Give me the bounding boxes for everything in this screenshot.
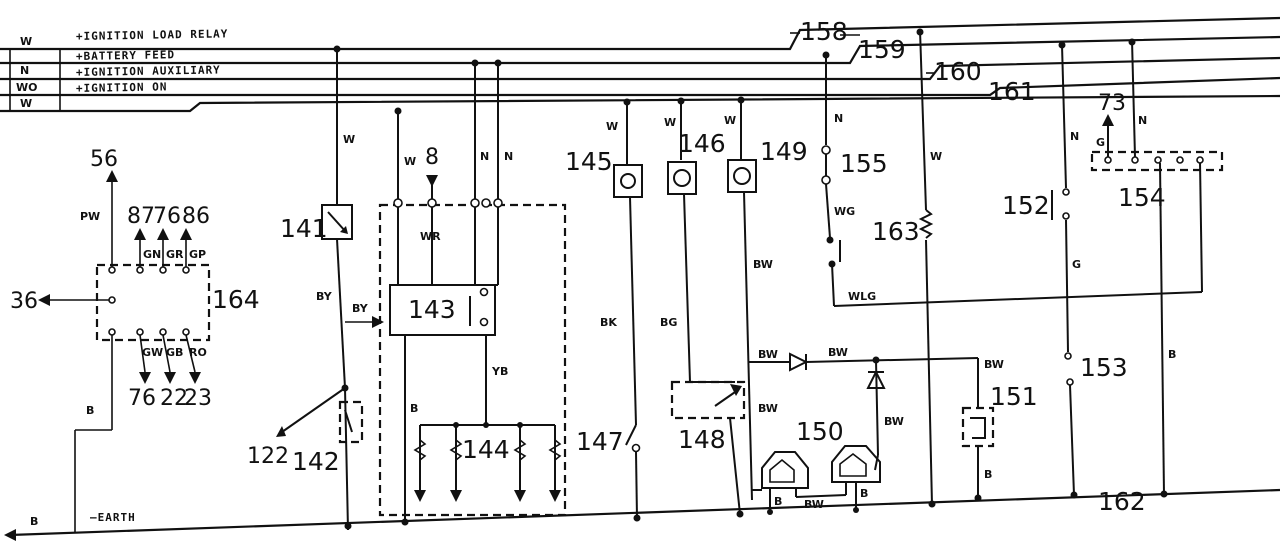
label-145: 145 — [565, 147, 613, 176]
label-148: 148 — [678, 425, 726, 454]
wire-code-gp: GP — [189, 248, 206, 261]
wire-code-gr: GR — [166, 248, 184, 261]
component-142 — [276, 384, 364, 444]
label-154: 154 — [1118, 183, 1166, 212]
wire-code-149-bw: BW — [753, 258, 773, 271]
wire-code-154-g: G — [1096, 136, 1105, 149]
label-142: 142 — [292, 447, 340, 476]
label-146: 146 — [678, 129, 726, 158]
label-159: 159 — [858, 35, 906, 64]
label-86: 86 — [182, 204, 210, 229]
component-151 — [961, 358, 995, 502]
bus-labels: +IGNITION LOAD RELAY +BATTERY FEED +IGNI… — [76, 27, 229, 95]
bus-code-ignition-load: W — [20, 35, 32, 48]
wire-code-b-164: B — [86, 404, 94, 417]
label-160: 160 — [934, 57, 982, 86]
wire-code-gn: GN — [143, 248, 161, 261]
label-158: 158 — [800, 17, 848, 46]
label-161: 161 — [988, 77, 1036, 106]
label-8: 8 — [425, 145, 439, 170]
component-164 — [38, 170, 211, 384]
wire-code-141-by: BY — [316, 290, 333, 303]
label-147: 147 — [576, 427, 624, 456]
label-122: 122 — [247, 444, 289, 469]
bus-label-ignition-load: +IGNITION LOAD RELAY — [76, 27, 229, 43]
label-87: 87 — [127, 204, 155, 229]
earth-label: —EARTH — [90, 511, 136, 524]
label-22: 22 — [160, 386, 188, 411]
wire-code-145-w: W — [606, 120, 618, 133]
label-152: 152 — [1002, 191, 1050, 220]
wire-code-154-n: N — [1138, 114, 1147, 127]
label-141: 141 — [280, 214, 328, 243]
wire-code-pw: PW — [80, 210, 100, 223]
label-76: 76 — [128, 386, 156, 411]
wire-code-141-w: W — [343, 133, 355, 146]
wire-code-163-w: W — [930, 150, 942, 163]
component-163 — [916, 28, 936, 508]
wire-code-148-bw2: BW — [758, 402, 778, 415]
bus-codes: W N WO W — [16, 35, 37, 110]
wire-code-143-n1: N — [480, 150, 489, 163]
power-bus — [0, 16, 1280, 113]
wire-code-ro: RO — [189, 346, 207, 359]
wire-code-155-n: N — [834, 112, 843, 125]
wire-code-151-b: B — [984, 468, 992, 481]
label-36: 36 — [10, 289, 38, 314]
wire-code-151-bw: BW — [984, 358, 1004, 371]
label-56: 56 — [90, 147, 118, 172]
wire-code-gw: GW — [142, 346, 163, 359]
label-164: 164 — [212, 285, 260, 314]
wire-code-146-w: W — [664, 116, 676, 129]
label-143: 143 — [408, 295, 456, 324]
bus-label-ignition-on: +IGNITION ON — [76, 80, 168, 95]
wire-code-wlg: WLG — [848, 290, 876, 303]
component-145-146-149 — [613, 96, 979, 522]
label-73: 73 — [1098, 91, 1126, 116]
wire-code-diode-bw: BW — [828, 346, 848, 359]
wire-code-wg: WG — [834, 205, 855, 218]
bus-label-battery: +BATTERY FEED — [76, 48, 175, 63]
label-155: 155 — [840, 149, 888, 178]
earth-code: B — [30, 515, 38, 528]
wire-code-152-g: G — [1072, 258, 1081, 271]
wire-code-150-bw: BW — [884, 415, 904, 428]
wire-code-yb: YB — [491, 365, 508, 378]
wire-code-143-n2: N — [504, 150, 513, 163]
label-162: 162 — [1098, 487, 1146, 516]
label-149: 149 — [760, 137, 808, 166]
bus-code-auxiliary: WO — [16, 81, 37, 94]
wire-code-143-w: W — [404, 155, 416, 168]
label-23: 23 — [184, 386, 212, 411]
wire-code-152-n: N — [1070, 130, 1079, 143]
wire-code-bk: BK — [600, 316, 617, 329]
wire-code-150-b2: B — [860, 487, 868, 500]
wire-code-bg: BG — [660, 316, 677, 329]
label-144: 144 — [462, 435, 510, 464]
label-163: 163 — [872, 217, 920, 246]
wire-code-150-b1: B — [774, 495, 782, 508]
bus-code-battery: N — [20, 64, 29, 77]
bus-label-auxiliary: +IGNITION AUXILIARY — [76, 63, 221, 79]
wire-code-143-by: BY — [352, 302, 369, 315]
label-151: 151 — [990, 382, 1038, 411]
label-76-top: 76 — [153, 204, 181, 229]
component-152 — [1051, 41, 1078, 499]
earth-line — [4, 335, 1280, 541]
component-141 — [321, 49, 384, 531]
wire-code-wr: WR — [420, 230, 441, 243]
wire-code-150-bw3: BW — [804, 498, 824, 511]
wire-code-148-bw1: BW — [758, 348, 778, 361]
wire-code-gb: GB — [166, 346, 183, 359]
component-155 — [821, 51, 1203, 307]
component-143-box — [333, 45, 567, 530]
label-153: 153 — [1080, 353, 1128, 382]
wire-code-143-b: B — [410, 402, 418, 415]
wire-code-153-b: B — [1168, 348, 1176, 361]
wire-code-149-w: W — [724, 114, 736, 127]
bus-code-ignition-on: W — [20, 97, 32, 110]
component-154 — [1090, 38, 1224, 498]
label-150: 150 — [796, 417, 844, 446]
